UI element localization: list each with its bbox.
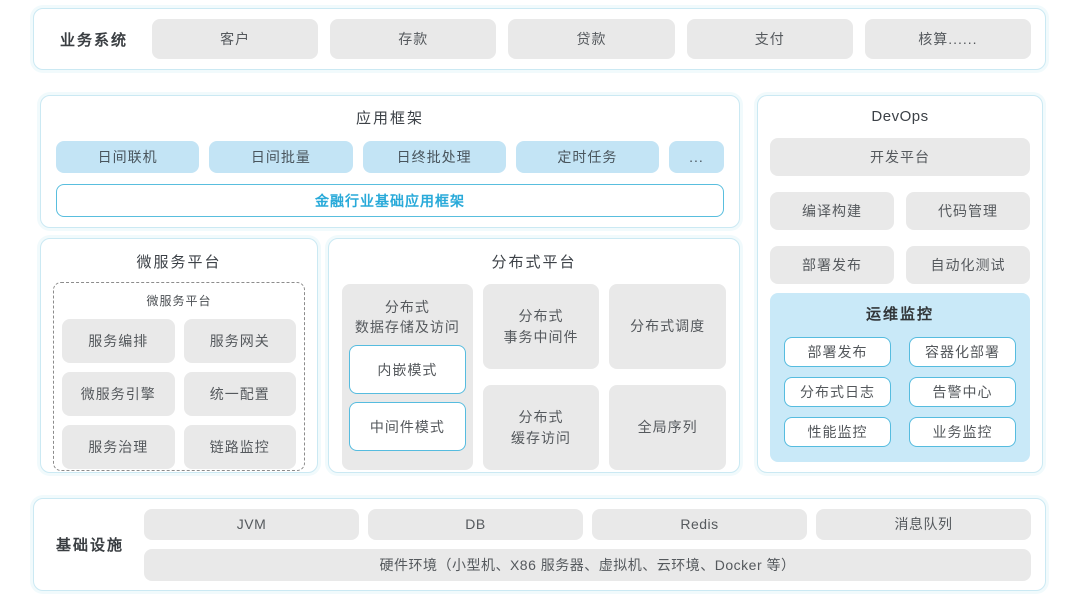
infrastructure-panel: 基础设施 JVM DB Redis 消息队列 硬件环境（小型机、X86 服务器、… bbox=[33, 498, 1046, 591]
base-app-framework: 金融行业基础应用框架 bbox=[56, 184, 724, 217]
microservice-inner-label: 微服务平台 bbox=[146, 294, 212, 308]
infra-item-mq: 消息队列 bbox=[816, 508, 1031, 540]
business-item-loan: 贷款 bbox=[508, 19, 675, 59]
infra-item-db: DB bbox=[368, 508, 583, 540]
devops-title: DevOps bbox=[871, 108, 929, 125]
distributed-storage-box: 分布式 数据存储及访问 内嵌模式 中间件模式 bbox=[342, 284, 473, 470]
devops-item-build: 编译构建 bbox=[770, 192, 894, 230]
app-item-scheduled-task: 定时任务 bbox=[515, 141, 659, 173]
app-framework-panel: 应用框架 日间联机 日间批量 日终批处理 定时任务 ... 金融行业基础应用框架 bbox=[40, 95, 740, 228]
infra-hardware-env: 硬件环境（小型机、X86 服务器、虚拟机、云环境、Docker 等） bbox=[144, 548, 1031, 581]
infra-item-jvm: JVM bbox=[144, 508, 359, 540]
micro-item-orchestration: 服务编排 bbox=[62, 319, 175, 363]
microservice-panel: 微服务平台 微服务平台 服务编排 服务网关 微服务引擎 统一配置 服务治理 链路… bbox=[40, 238, 318, 473]
dist-item-transaction-middleware: 分布式 事务中间件 bbox=[482, 284, 600, 369]
devops-item-deploy: 部署发布 bbox=[770, 246, 894, 284]
monitor-item-deploy: 部署发布 bbox=[784, 337, 891, 367]
micro-item-gateway: 服务网关 bbox=[183, 319, 296, 363]
micro-item-governance: 服务治理 bbox=[62, 425, 175, 469]
dist-item-cache-access: 分布式 缓存访问 bbox=[482, 385, 600, 470]
micro-item-trace-monitor: 链路监控 bbox=[183, 425, 296, 469]
devops-panel: DevOps 开发平台 编译构建 代码管理 部署发布 自动化测试 运维监控 部署… bbox=[757, 95, 1043, 473]
monitor-item-alert-center: 告警中心 bbox=[909, 377, 1016, 407]
monitor-item-distributed-log: 分布式日志 bbox=[784, 377, 891, 407]
app-item-eod-batch: 日终批处理 bbox=[362, 141, 506, 173]
microservice-inner-box: 微服务平台 服务编排 服务网关 微服务引擎 统一配置 服务治理 链路监控 bbox=[53, 282, 305, 471]
monitor-item-container-deploy: 容器化部署 bbox=[909, 337, 1016, 367]
micro-item-engine: 微服务引擎 bbox=[62, 372, 175, 416]
devops-item-code-mgmt: 代码管理 bbox=[906, 192, 1030, 230]
storage-mode-embedded: 内嵌模式 bbox=[349, 345, 466, 395]
business-item-accounting: 核算...... bbox=[864, 19, 1032, 59]
dist-item-global-sequence: 全局序列 bbox=[609, 385, 727, 470]
app-framework-title: 应用框架 bbox=[355, 110, 424, 127]
dist-item-scheduling: 分布式调度 bbox=[609, 284, 727, 369]
infrastructure-label: 基础设施 bbox=[55, 537, 124, 554]
distributed-title: 分布式平台 bbox=[491, 254, 577, 271]
monitor-item-business: 业务监控 bbox=[909, 417, 1016, 447]
distributed-storage-title: 分布式 数据存储及访问 bbox=[354, 299, 460, 335]
app-item-daytime-batch: 日间批量 bbox=[209, 141, 353, 173]
business-item-payment: 支付 bbox=[686, 19, 853, 59]
business-item-customer: 客户 bbox=[152, 19, 319, 59]
micro-item-config: 统一配置 bbox=[183, 372, 296, 416]
microservice-title: 微服务平台 bbox=[136, 254, 222, 271]
devops-dev-platform: 开发平台 bbox=[770, 138, 1030, 176]
infra-item-redis: Redis bbox=[592, 508, 807, 540]
ops-monitor-container: 运维监控 部署发布 容器化部署 分布式日志 告警中心 性能监控 业务监控 bbox=[770, 293, 1030, 462]
distributed-panel: 分布式平台 分布式 数据存储及访问 内嵌模式 中间件模式 分布式 事务中间件 分… bbox=[328, 238, 740, 473]
monitor-item-performance: 性能监控 bbox=[784, 417, 891, 447]
devops-item-auto-test: 自动化测试 bbox=[906, 246, 1030, 284]
business-system-label: 业务系统 bbox=[59, 31, 128, 49]
business-system-panel: 业务系统 客户 存款 贷款 支付 核算...... bbox=[33, 8, 1046, 70]
app-item-daytime-online: 日间联机 bbox=[56, 141, 200, 173]
ops-monitor-title: 运维监控 bbox=[865, 306, 934, 323]
business-item-deposit: 存款 bbox=[330, 19, 497, 59]
storage-mode-middleware: 中间件模式 bbox=[349, 402, 466, 452]
app-item-more: ... bbox=[669, 141, 724, 173]
